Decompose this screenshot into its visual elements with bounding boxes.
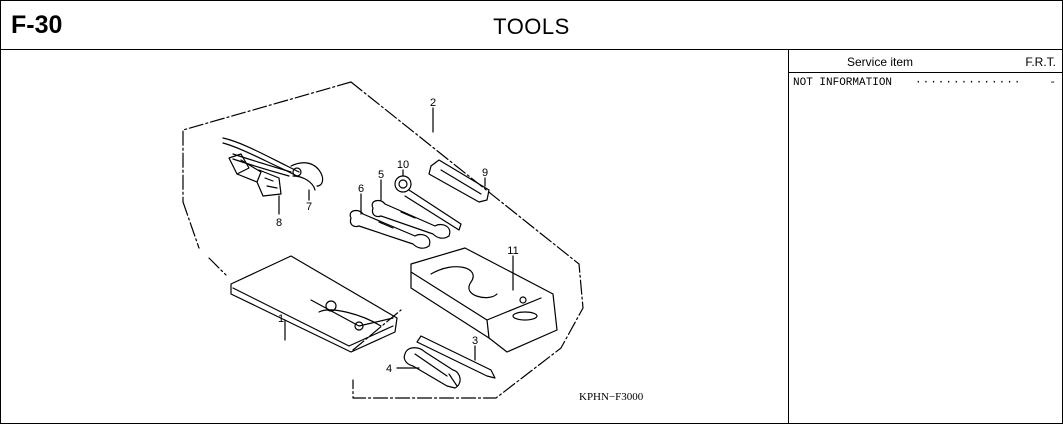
document-pouch-icon — [230, 255, 398, 353]
service-table-header: Service item F.R.T. — [789, 50, 1062, 73]
callout-9: 9 — [482, 167, 488, 179]
frt-header: F.R.T. — [1025, 55, 1056, 69]
callout-4: 4 — [386, 363, 392, 375]
service-item-header: Service item — [847, 55, 914, 69]
callout-10: 10 — [397, 159, 409, 171]
dot-leader: ·············· — [915, 77, 1022, 89]
callout-2: 2 — [430, 97, 436, 109]
service-panel: Service item F.R.T. NOT INFORMATION ····… — [789, 50, 1062, 423]
parts-diagram: 1 2 3 4 5 6 7 8 9 10 11 KPHN−F3000 — [1, 50, 789, 423]
callout-3: 3 — [472, 335, 478, 347]
frt-value: - — [1049, 77, 1056, 89]
service-item-name: NOT INFORMATION — [793, 77, 893, 89]
plug-wrench-icon — [228, 153, 282, 197]
callout-1: 1 — [278, 313, 284, 325]
pliers-icon — [222, 137, 324, 191]
boundary-line — [182, 81, 584, 399]
exploded-view-drawing: 1 2 3 4 5 6 7 8 9 10 11 KPHN−F3000 — [182, 81, 644, 403]
handle-grip-icon — [428, 159, 490, 203]
callout-5: 5 — [378, 169, 384, 181]
page-title: TOOLS — [493, 14, 570, 39]
page-header: F-30 TOOLS — [1, 1, 1062, 50]
callout-8: 8 — [276, 217, 282, 229]
open-wrench-a-icon — [371, 199, 451, 239]
service-row: NOT INFORMATION ·············· - — [789, 73, 1062, 91]
open-wrench-b-icon — [349, 209, 431, 249]
callout-7: 7 — [306, 201, 312, 213]
tool-bag-icon — [410, 247, 558, 353]
ring-wrench-icon — [394, 175, 462, 231]
screwdriver-bit-icon — [416, 335, 496, 379]
screwdriver-handle-icon — [403, 347, 461, 389]
drawing-code: KPHN−F3000 — [579, 391, 644, 403]
page-code: F-30 — [11, 11, 63, 39]
callout-11: 11 — [507, 245, 518, 257]
callout-6: 6 — [358, 183, 364, 195]
